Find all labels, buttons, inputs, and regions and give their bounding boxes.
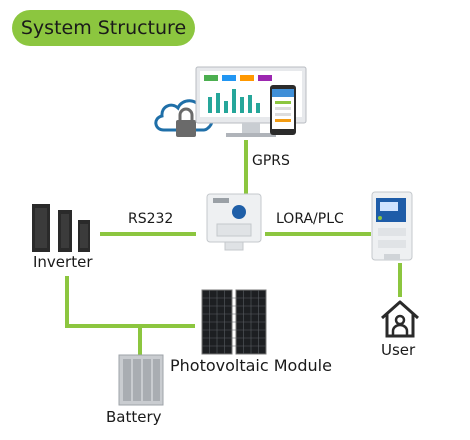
- battery-link-line: [138, 326, 142, 356]
- battery-cabinet-icon: [118, 354, 164, 406]
- user-label: User: [381, 341, 416, 359]
- pv-module-label: Photovoltaic Module: [170, 356, 332, 375]
- rs232-label: RS232: [128, 211, 174, 227]
- rs232-link-line: [100, 232, 196, 236]
- gateway-device-icon: [206, 193, 262, 251]
- phone-icon: [270, 85, 296, 135]
- lora-link-line: [265, 232, 371, 236]
- inverter-down-line: [65, 276, 69, 328]
- battery-label: Battery: [106, 408, 162, 426]
- inverter-pv-line: [65, 324, 195, 328]
- inverter-label: Inverter: [33, 253, 93, 271]
- inverter-cabinets-icon: [32, 204, 90, 252]
- energy-meter-icon: [371, 191, 413, 261]
- user-link-line: [398, 263, 402, 297]
- title-badge: System Structure: [12, 10, 195, 46]
- lora-plc-label: LORA/PLC: [276, 211, 344, 227]
- gprs-link-line: [244, 140, 248, 198]
- solar-panel-icon: [201, 289, 267, 355]
- user-house-icon: [381, 300, 419, 338]
- gprs-label: GPRS: [252, 153, 290, 169]
